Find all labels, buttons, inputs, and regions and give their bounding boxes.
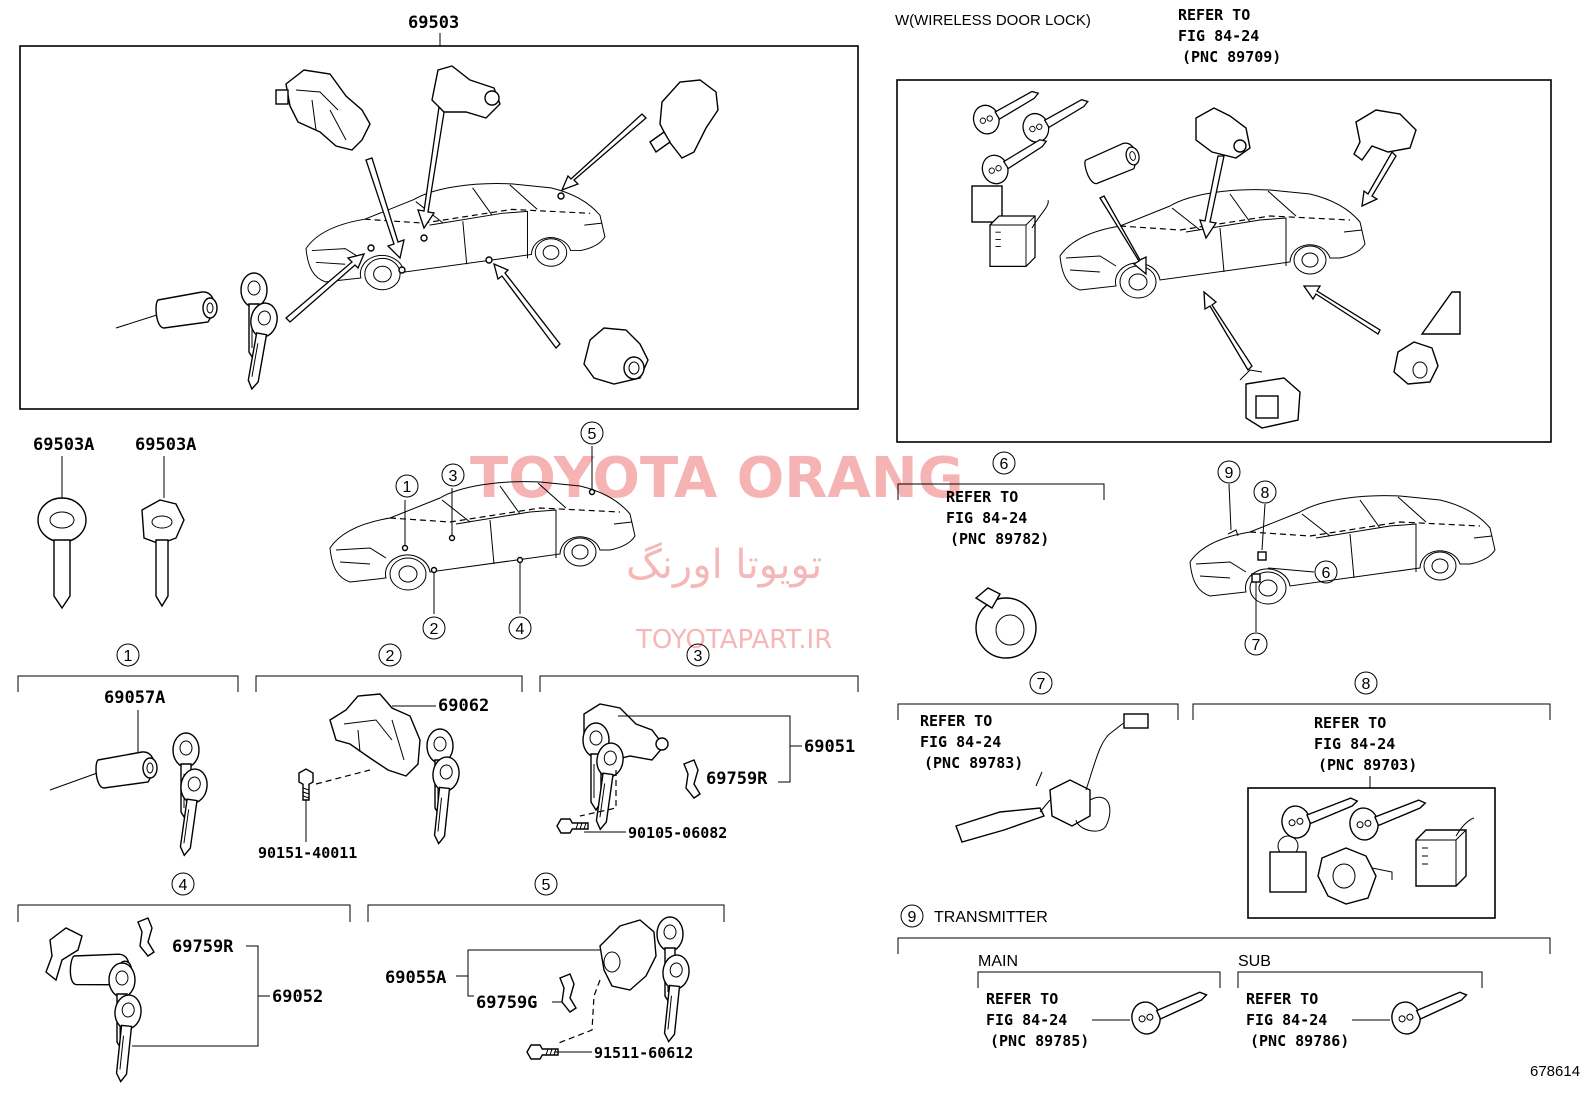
main-refer-line2: FIG 84-24 — [986, 1011, 1067, 1029]
part-91511-60612: 91511-60612 — [594, 1044, 693, 1062]
section-5-number: 5 — [542, 877, 551, 894]
sub-refer-line1: REFER TO — [1246, 990, 1318, 1008]
svg-text:1: 1 — [403, 479, 412, 496]
s6-refer-line1: REFER TO — [946, 488, 1018, 506]
wireless-lock-box — [896, 79, 1552, 443]
section-8-box — [1247, 787, 1496, 919]
svg-text:5: 5 — [588, 426, 597, 443]
section-1-number: 1 — [124, 648, 133, 665]
part-69052: 69052 — [272, 987, 323, 1007]
part-69759R-a: 69759R — [706, 769, 768, 789]
s8-refer-line3: (PNC 89703) — [1318, 756, 1417, 774]
sub-refer-line2: FIG 84-24 — [1246, 1011, 1327, 1029]
section-4: 4 69759R 69052 — [17, 872, 351, 1084]
section-5: 5 69055A 69759G 91511-60612 — [367, 872, 725, 1062]
callout-5: 5 — [580, 421, 604, 445]
main-label: MAIN — [978, 953, 1018, 970]
part-69759G: 69759G — [476, 993, 537, 1013]
callout-4: 4 — [508, 616, 532, 640]
key-label-right: 69503A — [135, 435, 196, 455]
watermark-site: TOYOTAPART.IR — [635, 625, 832, 655]
sub-transmitter-key — [1388, 988, 1473, 1038]
callout-3: 3 — [441, 463, 465, 487]
svg-text:8: 8 — [1261, 485, 1270, 502]
sub-key-illustration — [141, 499, 185, 608]
trunk-lock-illustration — [583, 327, 649, 385]
main-refer-line1: REFER TO — [986, 990, 1058, 1008]
callout-1: 1 — [395, 474, 419, 498]
watermark: TOYOTA ORANG تویوتا اورنگ TOYOTAPART.IR — [470, 446, 964, 655]
key-label-left: 69503A — [33, 435, 94, 455]
top-refer-line3: (PNC 89709) — [1182, 48, 1281, 66]
section-9-number: 9 — [908, 909, 917, 926]
key-unlock-warning-switch-illustration — [955, 713, 1149, 843]
callout-8: 8 — [1253, 480, 1277, 504]
part-90105-06082: 90105-06082 — [628, 824, 727, 842]
figure-number: 678614 — [1530, 1063, 1580, 1080]
section-2-number: 2 — [386, 648, 395, 665]
section-6-number: 6 — [1000, 456, 1009, 473]
section-7: 7 REFER TO FIG 84-24 (PNC 89783) — [897, 671, 1179, 843]
main-refer-line3: (PNC 89785) — [990, 1032, 1089, 1050]
section-4-number: 4 — [179, 877, 188, 894]
lock-set-box — [19, 45, 859, 410]
part-69055A: 69055A — [385, 968, 446, 988]
ignition-cylinder-illustration — [115, 272, 281, 392]
set-label: 69503 — [408, 13, 459, 33]
section-2: 2 69062 90151-40011 — [255, 643, 523, 862]
svg-text:2: 2 — [430, 621, 439, 638]
wireless-note: W(WIRELESS DOOR LOCK) — [895, 12, 1091, 29]
s6-refer-line2: FIG 84-24 — [946, 509, 1027, 527]
s8-refer-line1: REFER TO — [1314, 714, 1386, 732]
section-1: 1 69057A — [17, 643, 239, 858]
transmitter-title: TRANSMITTER — [934, 909, 1048, 926]
right-car-illustration — [1189, 495, 1496, 605]
sub-refer-line3: (PNC 89786) — [1250, 1032, 1349, 1050]
section-8-parts-illustration — [1269, 794, 1475, 905]
svg-text:3: 3 — [449, 468, 458, 485]
section-6: 6 REFER TO FIG 84-24 (PNC 89782) — [897, 451, 1105, 659]
callout-2: 2 — [422, 616, 446, 640]
section-8-number: 8 — [1362, 676, 1371, 693]
door-lock-part-illustration — [275, 65, 719, 159]
wireless-cylinders-illustration — [1081, 107, 1461, 429]
section-9: 9 TRANSMITTER MAIN REFER TO FIG 84-24 (P… — [897, 904, 1551, 1050]
part-69062: 69062 — [438, 696, 489, 716]
section-3-number: 3 — [694, 648, 703, 665]
svg-text:4: 4 — [516, 621, 525, 638]
part-90151-40011: 90151-40011 — [258, 844, 357, 862]
wireless-keys-illustration — [969, 87, 1096, 268]
sub-label: SUB — [1238, 953, 1271, 970]
section-8: 8 REFER TO FIG 84-24 (PNC 89703) — [1192, 671, 1551, 919]
watermark-persian: تویوتا اورنگ — [626, 542, 822, 588]
part-69057A: 69057A — [104, 688, 165, 708]
main-transmitter-key — [1128, 988, 1213, 1038]
top-refer-line2: FIG 84-24 — [1178, 27, 1259, 45]
master-key-illustration — [37, 497, 87, 610]
ignition-switch-illustration — [974, 587, 1037, 659]
svg-text:9: 9 — [1225, 465, 1234, 482]
svg-text:6: 6 — [1322, 565, 1331, 582]
section-7-number: 7 — [1037, 676, 1046, 693]
callout-7: 7 — [1244, 632, 1268, 656]
watermark-title: TOYOTA ORANG — [470, 446, 964, 511]
top-refer-line1: REFER TO — [1178, 6, 1250, 24]
s8-refer-line2: FIG 84-24 — [1314, 735, 1395, 753]
s7-refer-line2: FIG 84-24 — [920, 733, 1001, 751]
s7-refer-line1: REFER TO — [920, 712, 992, 730]
s7-refer-line3: (PNC 89783) — [924, 754, 1023, 772]
callout-9: 9 — [1217, 460, 1241, 484]
svg-text:7: 7 — [1252, 637, 1261, 654]
callout-6: 6 — [1314, 560, 1338, 584]
part-69051: 69051 — [804, 737, 855, 757]
s6-refer-line3: (PNC 89782) — [950, 530, 1049, 548]
section-3: 3 69051 69759R 90105-06082 — [539, 643, 859, 842]
part-69759R-b: 69759R — [172, 937, 234, 957]
